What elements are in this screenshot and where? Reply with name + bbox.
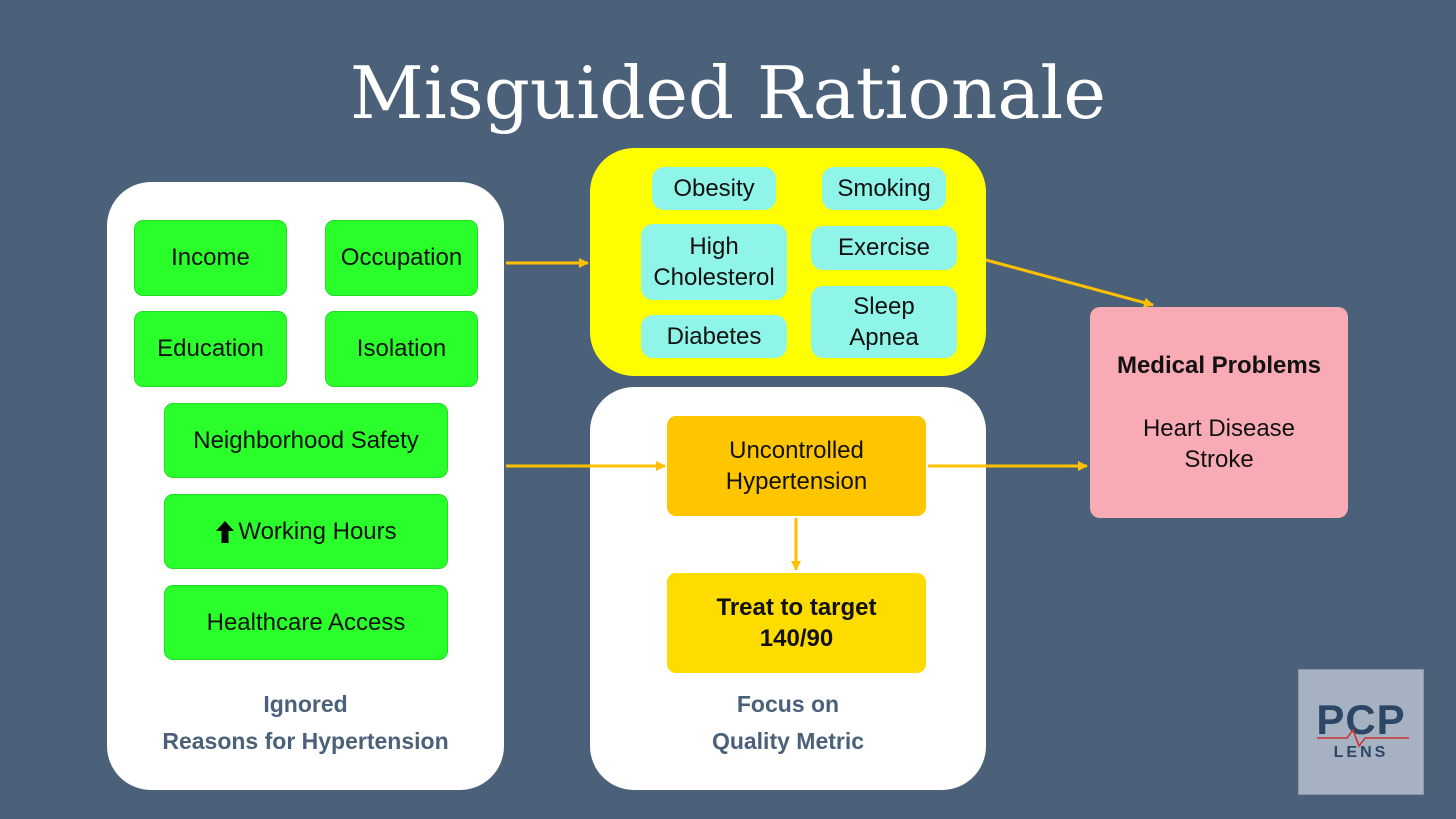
treat-to-target-box: Treat to target 140/90	[667, 573, 926, 673]
medical-problems-heading: Medical Problems	[1116, 351, 1322, 379]
pcp-lens-logo: PCP LENS	[1298, 669, 1424, 795]
working-hours-label: Working Hours	[238, 517, 397, 545]
risk-obesity: Obesity	[652, 167, 776, 210]
risk-smoking: Smoking	[822, 167, 946, 210]
quality-metric-caption: Focus on Quality Metric	[590, 686, 986, 760]
logo-subtext: LENS	[1333, 744, 1389, 761]
slide-title: Misguided Rationale	[350, 51, 1106, 135]
uncontrolled-hypertension-box: Uncontrolled Hypertension	[667, 416, 926, 516]
risk-diabetes: Diabetes	[641, 315, 787, 358]
ignored-caption: Ignored Reasons for Hypertension	[107, 686, 504, 760]
factor-isolation: Isolation	[325, 311, 478, 387]
arrow-risk-to-medical	[985, 258, 1154, 308]
factor-education: Education	[134, 311, 287, 387]
risk-sleep-apnea: Sleep Apnea	[811, 286, 957, 358]
medical-problem-stroke: Stroke	[1184, 446, 1254, 474]
factor-neighborhood-safety: Neighborhood Safety	[164, 403, 448, 478]
up-arrow-icon	[215, 520, 235, 544]
factor-occupation: Occupation	[325, 220, 478, 296]
factor-income: Income	[134, 220, 287, 296]
factor-healthcare-access: Healthcare Access	[164, 585, 448, 660]
quality-metric-caption-line1: Focus on	[736, 691, 840, 717]
risk-high-cholesterol: High Cholesterol	[641, 224, 787, 300]
risk-exercise: Exercise	[811, 226, 957, 270]
ignored-caption-line1: Ignored	[263, 691, 348, 717]
factor-working-hours: Working Hours	[164, 494, 448, 569]
medical-problem-heart-disease: Heart Disease	[1142, 414, 1296, 442]
quality-metric-caption-line2: Quality Metric	[711, 728, 865, 754]
logo-text: PCP	[1316, 696, 1406, 743]
ignored-caption-line2: Reasons for Hypertension	[162, 728, 449, 754]
medical-problems-box: Medical Problems Heart Disease Stroke	[1090, 307, 1348, 518]
heartbeat-icon	[1317, 728, 1409, 748]
